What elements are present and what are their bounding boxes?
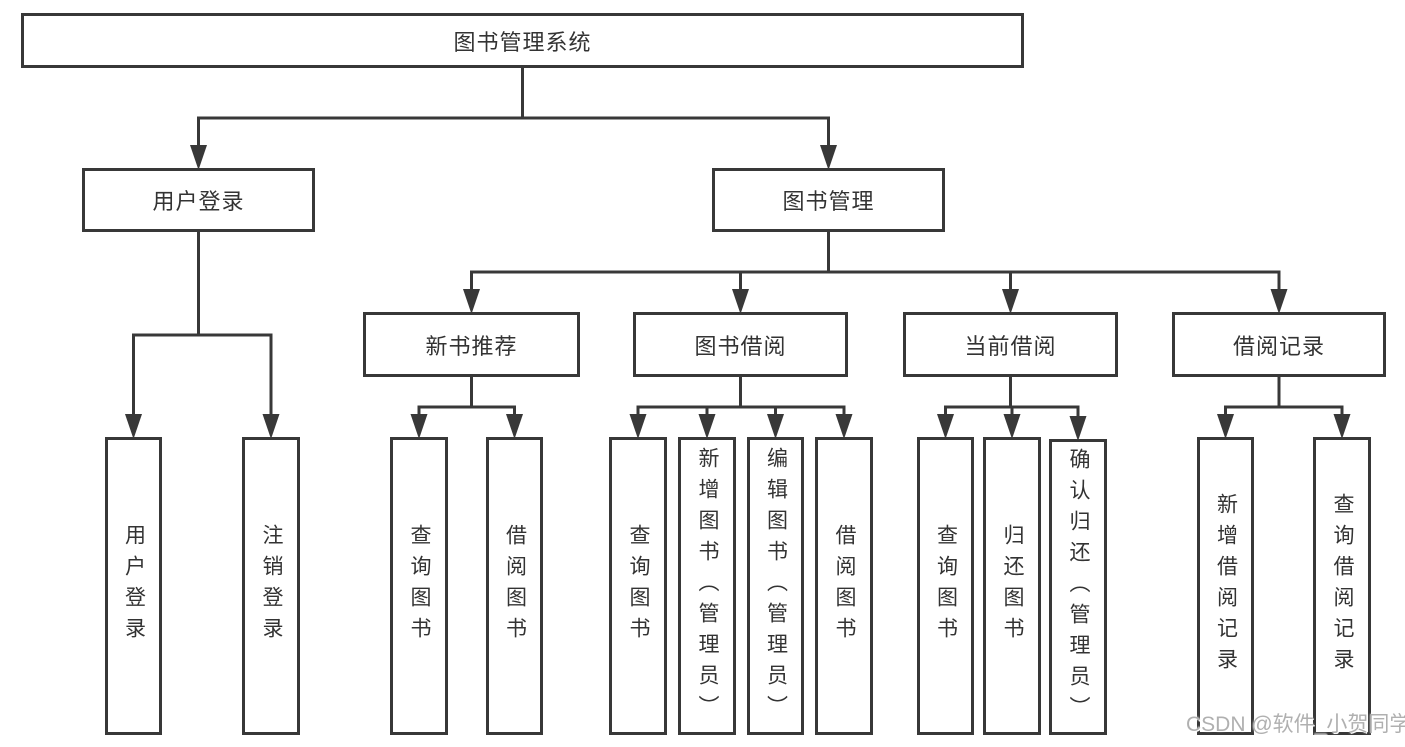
arrowhead-icon [262,414,280,439]
node-label-leaf-logout: 注销登录 [260,524,283,648]
node-root: 图书管理系统 [21,13,1024,68]
arrowhead-icon [767,414,784,439]
arrowhead-icon [835,414,853,439]
arrowhead-icon [629,414,647,439]
node-label-leaf-cb-return: 归还图书 [1001,524,1024,648]
node-label-book-mgmt: 图书管理 [782,189,875,214]
node-borrow-records: 借阅记录 [1172,312,1386,377]
node-label-leaf-cb-query: 查询图书 [934,524,958,648]
node-label-book-borrow: 图书借阅 [694,333,787,359]
node-book-borrow: 图书借阅 [633,312,848,377]
node-leaf-bb-borrow: 借阅图书 [815,437,873,735]
node-label-leaf-cb-confirm: 确认归还（管理员） [1067,447,1090,727]
arrowhead-icon [820,145,837,170]
node-leaf-cb-confirm: 确认归还（管理员） [1049,439,1107,735]
arrowhead-icon [463,289,480,314]
node-label-leaf-bb-query: 查询图书 [627,524,650,648]
node-leaf-rec-borrow: 借阅图书 [486,437,543,735]
node-label-leaf-rec-borrow: 借阅图书 [503,524,527,648]
node-leaf-rec-query: 查询图书 [390,437,448,735]
node-leaf-bb-edit: 编辑图书（管理员） [747,437,804,735]
node-label-leaf-rec-query: 查询图书 [408,524,431,648]
arrowhead-icon [190,145,207,170]
arrowhead-icon [1333,414,1351,439]
node-leaf-cb-query: 查询图书 [917,437,974,735]
node-label-leaf-br-add: 新增借阅记录 [1214,493,1238,679]
node-leaf-bb-query: 查询图书 [609,437,667,735]
node-label-current-borrow: 当前借阅 [964,333,1057,359]
node-label-leaf-user-login: 用户登录 [122,524,146,648]
node-book-mgmt: 图书管理 [712,168,945,232]
node-leaf-br-add: 新增借阅记录 [1197,437,1254,735]
node-label-leaf-br-query: 查询借阅记录 [1331,493,1354,679]
arrowhead-icon [1003,414,1021,439]
arrowhead-icon [1069,416,1087,441]
arrowhead-icon [732,289,749,314]
node-label-leaf-bb-add: 新增图书（管理员） [696,446,719,726]
arrowhead-icon [1002,289,1019,314]
node-label-leaf-bb-borrow: 借阅图书 [833,524,856,648]
arrowhead-icon [698,414,716,439]
node-leaf-cb-return: 归还图书 [983,437,1041,735]
arrowhead-icon [1217,414,1234,439]
node-label-borrow-records: 借阅记录 [1232,333,1325,359]
arrowhead-icon [125,414,142,439]
watermark: CSDN @软件_小贺同学 [1186,713,1405,736]
node-label-user-login: 用户登录 [152,189,245,214]
node-label-leaf-bb-edit: 编辑图书（管理员） [764,446,788,726]
node-leaf-br-query: 查询借阅记录 [1313,437,1371,735]
node-user-login: 用户登录 [82,168,315,232]
node-label-new-book-rec: 新书推荐 [425,333,518,359]
arrowhead-icon [1270,289,1288,314]
node-leaf-user-login: 用户登录 [105,437,162,735]
arrowhead-icon [506,414,523,439]
node-leaf-logout: 注销登录 [242,437,300,735]
node-current-borrow: 当前借阅 [903,312,1118,377]
node-leaf-bb-add: 新增图书（管理员） [678,437,736,735]
arrowhead-icon [937,414,954,439]
arrowhead-icon [410,414,428,439]
node-new-book-rec: 新书推荐 [363,312,580,377]
node-label-root: 图书管理系统 [453,29,592,55]
